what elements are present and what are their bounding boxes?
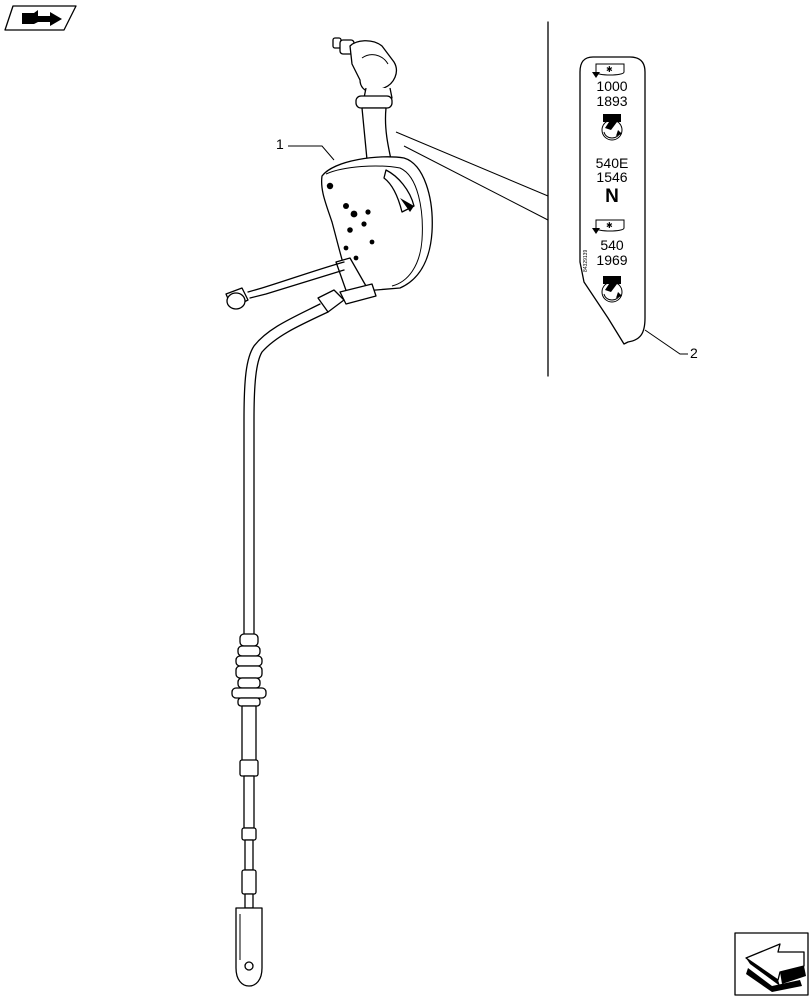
- callout-1: 1: [276, 136, 335, 161]
- engage-icon: [601, 114, 623, 141]
- decal-neutral: N: [605, 186, 619, 207]
- cable-boot-and-ends: [231, 633, 267, 987]
- decal-part-code: 84329139: [583, 250, 589, 272]
- asterisk-glyph: ✱: [606, 65, 613, 74]
- control-housing: [320, 156, 433, 305]
- callout-2-label: 2: [690, 345, 698, 361]
- detail-leader-lines: [395, 131, 549, 221]
- control-cable: [243, 289, 345, 637]
- wire-harness: [225, 261, 345, 310]
- decal-speed-6: 1969: [596, 252, 627, 268]
- pto-speed-icon: ✱: [592, 63, 625, 78]
- decal-speed-3: 540E: [596, 155, 629, 171]
- decal-speed-4: 1546: [596, 169, 627, 185]
- top-nav-book-icon[interactable]: [4, 5, 77, 31]
- decal-speed-1: 1000: [596, 78, 627, 94]
- pto-speed-icon: ✱: [592, 219, 625, 234]
- asterisk-glyph: ✱: [606, 221, 613, 230]
- engage-icon: [601, 276, 623, 303]
- shift-pattern-decal: ✱ 1000 1893 540E 1546 N ✱ 540 1969: [579, 56, 646, 345]
- callout-1-label: 1: [276, 136, 284, 152]
- decal-speed-5: 540: [600, 237, 624, 253]
- next-page-arrow-icon: [745, 943, 806, 992]
- callout-2: 2: [644, 329, 698, 361]
- next-page-button[interactable]: [734, 932, 809, 996]
- book-arrow-icon: [22, 10, 62, 26]
- decal-speed-2: 1893: [596, 93, 627, 109]
- lever-knob: [332, 37, 398, 109]
